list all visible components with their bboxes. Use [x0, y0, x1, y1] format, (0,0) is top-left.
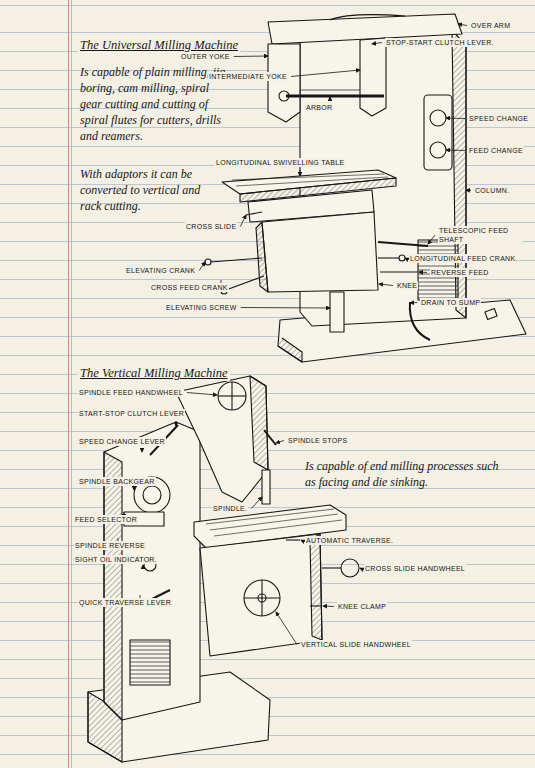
- part-label: OUTER YOKE: [180, 52, 231, 61]
- part-label: START-STOP CLUTCH LEVER: [78, 409, 185, 418]
- margin-line: [68, 0, 69, 768]
- leader-line: [372, 43, 382, 45]
- part-label: DRAIN TO SUMP: [420, 298, 481, 307]
- note-text: Is capable of end milling processes such…: [305, 458, 505, 490]
- leader-line: [419, 272, 427, 274]
- leader-line: [323, 606, 334, 608]
- part-label: CROSS SLIDE HANDWHEEL: [364, 564, 466, 573]
- part-label: SPEED CHANGE LEVER: [78, 437, 166, 446]
- part-label: VERTICAL SLIDE HANDWHEEL: [300, 640, 412, 649]
- note-text: With adaptors it can be converted to ver…: [80, 166, 208, 214]
- part-label: STOP-START CLUTCH LEVER.: [385, 38, 495, 47]
- part-label: COLUMN.: [474, 186, 510, 195]
- part-label: OVER ARM: [470, 21, 511, 30]
- leader-line: [300, 170, 301, 176]
- leader-line: [240, 215, 246, 227]
- leader-line: [301, 540, 302, 542]
- leader-line: [428, 235, 435, 244]
- part-label: ELEVATING SCREW: [165, 303, 238, 312]
- part-label: LONGITUDINAL SWIVELLING TABLE: [215, 158, 345, 167]
- leader-line: [199, 262, 205, 271]
- leader-line: [360, 568, 361, 570]
- leader-line: [234, 56, 268, 58]
- part-label: SPINDLE.: [212, 504, 248, 513]
- part-label: ARBOR: [305, 103, 333, 112]
- part-label: TELESCOPIC FEED SHAFT: [438, 226, 522, 244]
- leader-line: [291, 70, 360, 77]
- leader-line: [251, 497, 262, 509]
- leader-line: [458, 24, 467, 26]
- part-label: AUTOMATIC TRAVERSE.: [305, 536, 394, 545]
- part-label: SPEED CHANGE: [468, 114, 529, 123]
- part-label: ELEVATING CRANK: [125, 266, 196, 275]
- part-label: LONGITUDINAL FEED CRANK.: [409, 254, 519, 263]
- part-label: SPINDLE BACKGEAR: [78, 477, 156, 486]
- part-label: SPINDLE REVERSE: [74, 541, 146, 550]
- heading: The Vertical Milling Machine: [78, 366, 230, 381]
- part-label: CROSS FEED CRANK: [150, 283, 229, 292]
- heading: The Universal Milling Machine: [78, 38, 240, 53]
- leader-line: [143, 565, 144, 567]
- leader-line: [410, 302, 417, 304]
- part-label: FEED SELECTOR: [74, 515, 138, 524]
- part-label: REVERSE FEED: [430, 268, 490, 277]
- leader-line: [330, 97, 331, 100]
- part-label: KNEE CLAMP: [337, 602, 387, 611]
- part-label: SPINDLE STOPS: [287, 436, 348, 445]
- part-label: SIGHT OIL INDICATOR.: [74, 555, 158, 564]
- part-label: CROSS SLIDE: [185, 222, 237, 231]
- part-label: KNEE: [396, 281, 418, 290]
- leader-line: [241, 307, 330, 309]
- leader-line: [446, 150, 465, 152]
- part-label: QUICK TRAVERSE LEVER: [78, 598, 172, 607]
- leader-line: [276, 612, 297, 645]
- leader-line: [446, 118, 465, 120]
- part-label: INTERMEDIATE YOKE: [208, 72, 288, 81]
- part-label: SPINDLE FEED HANDWHEEL: [78, 388, 184, 397]
- leader-line: [379, 284, 393, 286]
- leader-line: [187, 393, 217, 396]
- leader-line: [276, 441, 284, 444]
- leader-line: [405, 258, 406, 260]
- margin-line: [71, 0, 72, 768]
- leader-line: [176, 421, 177, 426]
- part-label: FEED CHANGE: [468, 146, 524, 155]
- leader-line: [466, 190, 471, 192]
- leader-line: [142, 449, 143, 452]
- leader-line: [134, 489, 135, 490]
